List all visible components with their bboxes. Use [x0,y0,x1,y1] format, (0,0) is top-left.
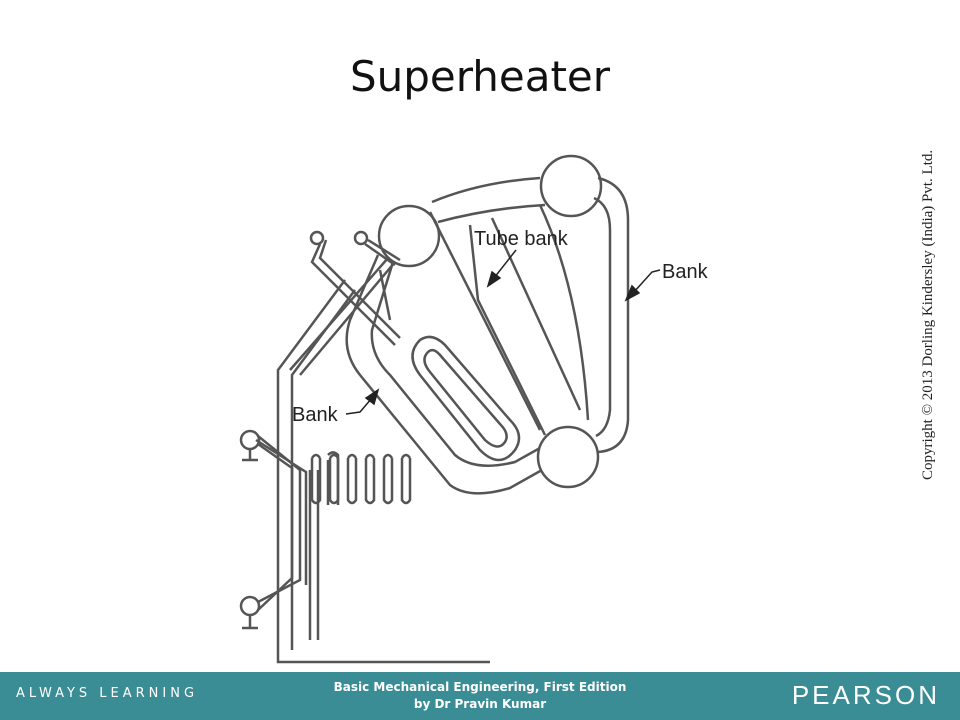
steam-line-2b [367,238,401,262]
cross-line-3 [378,269,392,321]
upper-right-drum [539,154,603,218]
label-arrows [345,249,661,415]
tube-bank-inner [490,217,582,411]
bank-hairpin-inner [423,348,508,448]
footer-bar: ALWAYS LEARNING Basic Mechanical Enginee… [0,672,960,720]
water-tubes [308,451,412,640]
drum-connector-top [431,176,541,204]
bank-left-arrow [345,397,373,415]
feed-line-upper-3 [255,438,308,585]
tube-bank-arrow [493,249,517,279]
tube-bank-far [538,204,590,421]
lower-side-header [239,595,261,617]
furnace-wall-outer [276,279,490,664]
cross-line-1 [289,257,389,371]
book-title: Basic Mechanical Engineering, First Edit… [333,680,627,694]
lower-header-stand [242,615,258,630]
steam-line-1a [310,243,396,346]
header-valve-1 [309,230,325,246]
bank-left-label: Bank [292,404,339,426]
tube-bank-label: Tube bank [474,228,569,250]
slide-title: Superheater [349,52,611,101]
upper-left-drum [377,204,441,268]
right-bank-outer [597,176,630,454]
upper-header-stand [242,449,258,462]
footer-tagline: ALWAYS LEARNING [16,686,199,701]
cross-line-2 [299,261,396,376]
bank-inner [370,261,541,467]
drum-connector-bottom [437,203,546,224]
steam-line-2a [364,242,396,267]
pearson-logo: PEARSON [791,680,940,710]
steam-line-1b [318,239,401,339]
tube-bank-outer [428,211,542,431]
bank-outer [345,254,543,495]
header-valve-2 [353,230,369,246]
feed-line-upper-2 [257,442,294,611]
lower-drum [536,425,600,489]
bank-hairpin-outer [411,335,521,462]
book-author: by Dr Pravin Kumar [413,697,547,711]
bank-right-label: Bank [662,261,709,283]
boiler-drawing [239,154,630,664]
tube-bank-mid [468,224,547,436]
bank-right-arrow [633,269,661,293]
right-bank-inner [593,196,612,438]
book-citation: Basic Mechanical Engineering, First Edit… [280,679,680,713]
